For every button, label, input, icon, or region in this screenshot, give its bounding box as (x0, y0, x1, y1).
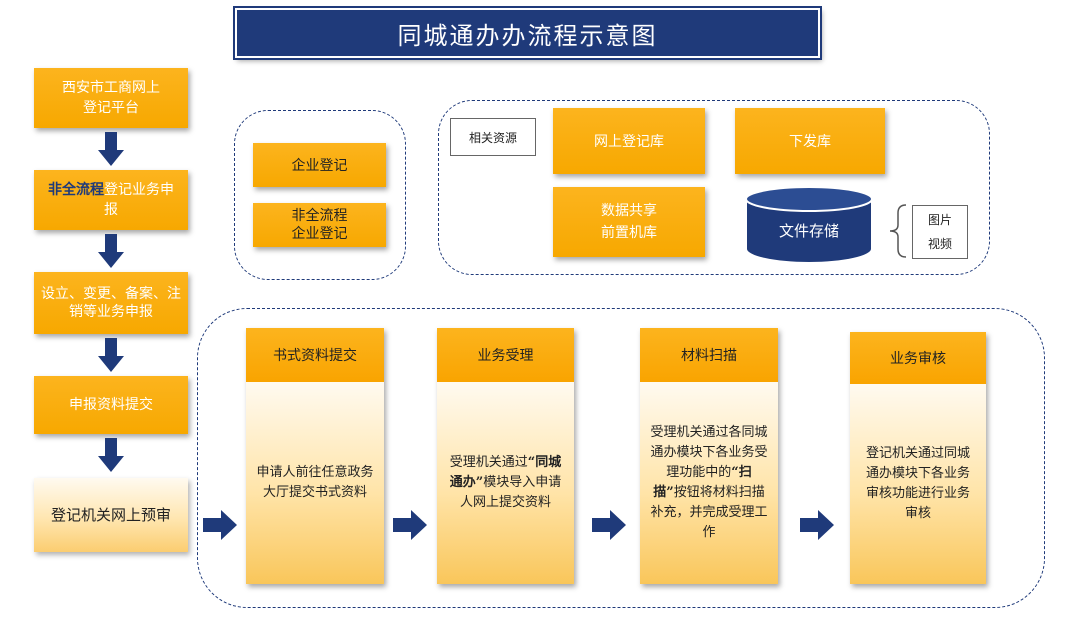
registration-non-full-line2: 企业登记 (291, 226, 348, 242)
online-registration-db: 网上登记库 (553, 108, 705, 174)
media-types-box: 图片 视频 (912, 205, 968, 259)
step3-body: 受理机关通过各同城通办模块下各业务受理功能中的“扫描”按钮将材料扫描补充，并完成… (640, 382, 778, 584)
step2-text-a: 受理机关通过 (449, 455, 528, 470)
registration-non-full: 非全流程 企业登记 (253, 203, 386, 247)
step2-title: 业务受理 (477, 348, 534, 364)
step4-title: 业务审核 (890, 351, 946, 367)
issued-db: 下发库 (735, 108, 885, 174)
down-arrow-1 (98, 132, 124, 166)
media-video-text: 视频 (927, 237, 952, 251)
resources-label: 相关资源 (450, 118, 536, 156)
file-storage-label: 文件存储 (744, 210, 874, 250)
step2-header: 业务受理 (437, 328, 574, 382)
step1-body: 申请人前往任意政务大厅提交书式资料 (246, 382, 384, 584)
left-step-preview: 登记机关网上预审 (34, 478, 188, 552)
step2-term: “同城通办” (449, 455, 562, 490)
registration-enterprise-text: 企业登记 (291, 158, 348, 174)
right-arrow-0 (203, 510, 237, 540)
step4-header: 业务审核 (850, 332, 986, 384)
left-step-business-types: 设立、变更、备案、注销等业务申报 (34, 272, 188, 334)
registration-types-group (234, 110, 406, 280)
diagram-title-text: 同城通办办流程示意图 (397, 21, 658, 50)
left-step-platform-text: 西安市工商网上登记平台 (62, 80, 160, 116)
left-step-declaration: 非全流程登记业务申报 (34, 170, 188, 230)
registration-non-full-line1: 非全流程 (291, 208, 348, 224)
media-image-text: 图片 (927, 213, 952, 227)
step2-text-b: 模块导入申请人网上提交资料 (459, 475, 562, 510)
step3-text-b: 按钮将材料扫描补充，并完成受理工作 (650, 485, 768, 540)
left-step-declaration-text: 登记业务申报 (104, 182, 174, 218)
issued-db-text: 下发库 (789, 134, 831, 150)
process-step-acceptance: 业务受理 受理机关通过“同城通办”模块导入申请人网上提交资料 (437, 328, 574, 584)
resources-label-text: 相关资源 (468, 130, 517, 145)
step1-title: 书式资料提交 (273, 348, 357, 364)
registration-enterprise: 企业登记 (253, 143, 386, 187)
resources-group (438, 100, 990, 275)
process-group (197, 308, 1045, 608)
down-arrow-2 (98, 234, 124, 268)
right-arrow-2 (592, 510, 626, 540)
file-storage-text: 文件存储 (778, 221, 839, 240)
step3-term: “扫描” (653, 465, 752, 500)
left-step-business-types-text: 设立、变更、备案、注销等业务申报 (41, 286, 181, 320)
step3-header: 材料扫描 (640, 328, 778, 382)
step4-text: 登记机关通过同城通办模块下各业务审核功能进行业务审核 (865, 446, 970, 521)
step3-title: 材料扫描 (681, 348, 737, 364)
right-arrow-3 (800, 510, 834, 540)
data-sharing-db: 数据共享 前置机库 (553, 187, 705, 257)
process-step-paper-submission: 书式资料提交 申请人前往任意政务大厅提交书式资料 (246, 328, 384, 584)
left-step-submit: 申报资料提交 (34, 376, 188, 434)
left-step-platform: 西安市工商网上登记平台 (34, 68, 188, 128)
step2-body: 受理机关通过“同城通办”模块导入申请人网上提交资料 (437, 382, 574, 584)
media-brace (889, 204, 907, 258)
step3-text-a: 受理机关通过各同城通办模块下各业务受理功能中的 (650, 425, 768, 480)
left-step-submit-text: 申报资料提交 (69, 397, 153, 413)
down-arrow-3 (98, 338, 124, 372)
step4-body: 登记机关通过同城通办模块下各业务审核功能进行业务审核 (850, 384, 986, 584)
data-sharing-line2: 前置机库 (601, 225, 657, 241)
file-storage-cylinder (745, 186, 873, 264)
left-step-highlight-text: 非全流程 (48, 182, 104, 198)
data-sharing-line1: 数据共享 (601, 203, 657, 219)
process-step-review: 业务审核 登记机关通过同城通办模块下各业务审核功能进行业务审核 (850, 332, 986, 584)
online-registration-db-text: 网上登记库 (594, 134, 664, 150)
process-step-scanning: 材料扫描 受理机关通过各同城通办模块下各业务受理功能中的“扫描”按钮将材料扫描补… (640, 328, 778, 584)
step1-header: 书式资料提交 (246, 328, 384, 382)
right-arrow-1 (393, 510, 427, 540)
down-arrow-4 (98, 438, 124, 472)
diagram-title: 同城通办办流程示意图 (233, 6, 822, 60)
left-step-preview-text: 登记机关网上预审 (50, 506, 171, 524)
step1-text: 申请人前往任意政务大厅提交书式资料 (256, 465, 374, 500)
